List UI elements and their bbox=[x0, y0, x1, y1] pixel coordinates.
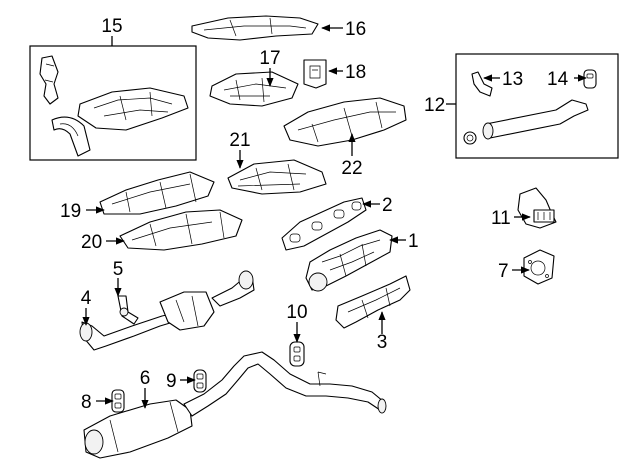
callout-17: 17 bbox=[259, 48, 280, 69]
callout-13: 13 bbox=[502, 69, 523, 90]
callout-21: 21 bbox=[229, 130, 250, 151]
part-3-manifold-heat-shield[interactable] bbox=[335, 275, 411, 329]
callout-18: 18 bbox=[345, 62, 366, 83]
callout-19: 19 bbox=[60, 201, 81, 222]
callout-9: 9 bbox=[166, 371, 177, 392]
part-6-muffler[interactable] bbox=[83, 351, 387, 459]
part-11-hanger-bracket[interactable] bbox=[517, 187, 557, 229]
catalytic-converter bbox=[159, 270, 255, 331]
callout-15: 15 bbox=[101, 16, 122, 37]
part-9-exhaust-hanger[interactable] bbox=[193, 369, 207, 393]
part-17-heat-shield[interactable] bbox=[209, 71, 299, 107]
part-1-exhaust-manifold[interactable] bbox=[305, 229, 393, 292]
part-8-exhaust-hanger[interactable] bbox=[111, 389, 125, 413]
part-22-heat-shield[interactable] bbox=[283, 97, 407, 147]
callout-4: 4 bbox=[81, 288, 92, 309]
part-15-heat-shield-group[interactable] bbox=[29, 36, 197, 161]
part-2-manifold-gasket[interactable] bbox=[281, 197, 367, 251]
callout-12: 12 bbox=[424, 95, 445, 116]
part-7-flange-gasket[interactable] bbox=[523, 249, 555, 285]
callout-11: 11 bbox=[491, 208, 511, 229]
part-20-heat-shield[interactable] bbox=[119, 209, 243, 251]
callout-3: 3 bbox=[377, 332, 388, 353]
callout-2: 2 bbox=[382, 195, 393, 216]
callout-10: 10 bbox=[286, 302, 307, 323]
part-12-pipe-kit-group[interactable] bbox=[446, 53, 619, 159]
callout-8: 8 bbox=[81, 392, 92, 413]
part-16-heat-shield[interactable] bbox=[191, 15, 319, 41]
callout-6: 6 bbox=[140, 368, 151, 389]
part-5-oxygen-sensor[interactable] bbox=[117, 295, 139, 325]
part-10-exhaust-hanger[interactable] bbox=[289, 341, 305, 367]
callout-7: 7 bbox=[498, 261, 509, 282]
callout-5: 5 bbox=[113, 259, 124, 280]
callout-14: 14 bbox=[547, 69, 569, 90]
callout-16: 16 bbox=[345, 19, 366, 40]
part-21-heat-shield[interactable] bbox=[227, 159, 327, 195]
part-18-bracket[interactable] bbox=[303, 59, 327, 89]
callout-22: 22 bbox=[341, 158, 362, 179]
callout-1: 1 bbox=[408, 231, 419, 252]
callout-20: 20 bbox=[81, 232, 102, 253]
part-19-heat-shield[interactable] bbox=[99, 171, 215, 215]
